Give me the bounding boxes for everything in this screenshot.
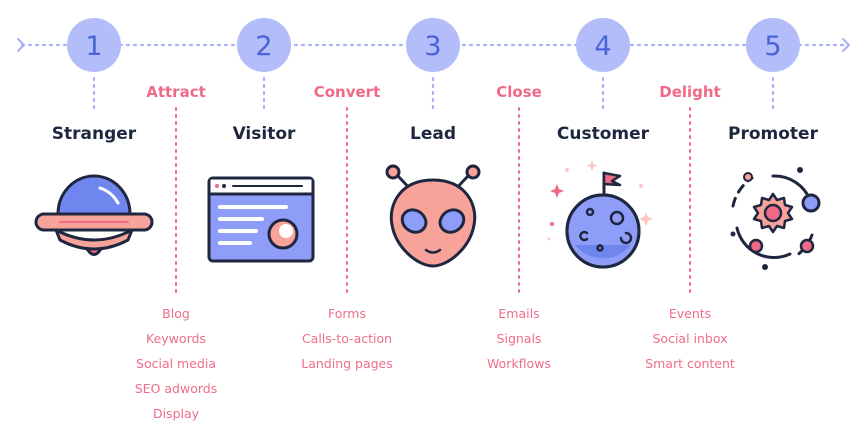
ufo-icon <box>34 174 154 256</box>
stage-number: 3 <box>424 31 441 62</box>
stage-number-circle <box>576 18 630 72</box>
timeline-left-chevron-icon <box>17 38 25 52</box>
tactic-item: Blog <box>162 306 190 321</box>
transition-attract: Attract Blog Keywords Social media SEO a… <box>135 83 217 421</box>
stage-name: Lead <box>410 124 456 144</box>
browser-window-icon <box>207 176 315 263</box>
stage-lead: 3 Lead <box>406 18 460 144</box>
transition-name: Delight <box>659 83 721 101</box>
tactic-item: Landing pages <box>301 356 393 371</box>
stage-number-circle <box>67 18 121 72</box>
stage-number: 2 <box>255 31 272 62</box>
stage-name: Stranger <box>52 124 137 144</box>
stage-customer: 4 Customer <box>557 18 650 144</box>
tactic-item: Emails <box>498 306 539 321</box>
tactic-item: Social inbox <box>652 331 727 346</box>
stage-visitor: 2 Visitor <box>233 18 296 144</box>
tactic-item: Forms <box>328 306 366 321</box>
tactic-item: SEO adwords <box>135 381 217 396</box>
transition-name: Convert <box>314 83 381 101</box>
transition-convert: Convert Forms Calls-to-action Landing pa… <box>301 83 393 371</box>
stage-number: 5 <box>764 31 781 62</box>
stage-stranger: 1 Stranger <box>52 18 137 144</box>
timeline-right-chevron-icon <box>842 38 850 52</box>
stage-name: Visitor <box>233 124 296 144</box>
stage-name: Customer <box>557 124 650 144</box>
planet-flag-icon <box>547 160 653 269</box>
transition-delight: Delight Events Social inbox Smart conten… <box>645 83 735 371</box>
tactic-item: Events <box>669 306 711 321</box>
stage-promoter: 5 Promoter <box>728 18 819 144</box>
stage-name: Promoter <box>728 124 819 144</box>
tactic-item: Calls-to-action <box>302 331 392 346</box>
stage-number: 4 <box>594 31 611 62</box>
tactic-item: Signals <box>497 331 542 346</box>
transition-name: Close <box>496 83 542 101</box>
tactic-item: Keywords <box>146 331 206 346</box>
transition-name: Attract <box>146 83 206 101</box>
tactic-item: Social media <box>136 356 216 371</box>
tactic-item: Workflows <box>487 356 551 371</box>
solar-system-icon <box>730 167 821 270</box>
stage-number-circle <box>746 18 800 72</box>
tactic-item: Smart content <box>645 356 735 371</box>
stage-number: 1 <box>85 31 102 62</box>
stage-number-circle <box>406 18 460 72</box>
tactic-item: Display <box>153 406 200 421</box>
stage-number-circle <box>237 18 291 72</box>
alien-head-icon <box>385 164 481 268</box>
transition-close: Close Emails Signals Workflows <box>487 83 551 371</box>
